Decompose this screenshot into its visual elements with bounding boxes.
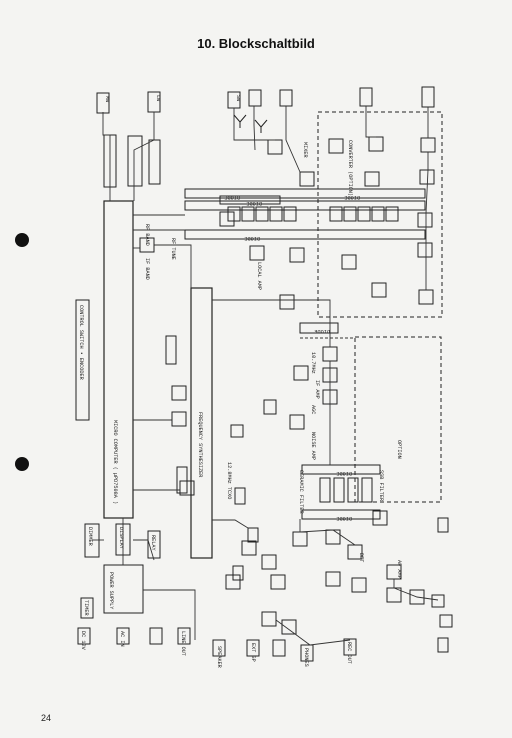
speaker-label: SPEAKER — [216, 646, 222, 668]
phones-label: PHONES — [303, 648, 309, 667]
timer-label: TIMER — [83, 600, 89, 616]
diode-band-4 — [299, 322, 339, 334]
tcxo-label: 12.8MHz TCXO — [226, 462, 232, 499]
display-label: DISPLAY — [118, 527, 124, 550]
page-title: 10. Blockschaltbild — [197, 36, 315, 51]
power-supply-block — [103, 564, 144, 614]
converter-label: CONVERTER (OPTION) — [347, 140, 353, 196]
wire-local-osc — [212, 299, 331, 347]
mix-if-label: 10.7MHz — [310, 352, 316, 374]
punch-hole-bottom — [15, 457, 29, 471]
wire-power-out — [143, 589, 196, 640]
diode-4-label: DIODE — [314, 328, 330, 334]
line-out-label: LINE OUT — [180, 631, 186, 656]
rf-tune-label: RF TUNE — [170, 238, 176, 260]
if-amp-label: IF AMP — [314, 380, 320, 399]
power-supply-label: POWER SUPPLY — [108, 572, 114, 610]
wire-output-bus — [275, 619, 351, 646]
punch-hole-top — [15, 233, 29, 247]
rf-filter-bank-1 — [227, 206, 297, 222]
diode-band-2 — [184, 200, 426, 211]
local-amp-label: LOCAL AMP — [256, 262, 262, 290]
agc-label: AGC — [310, 405, 316, 414]
rf-filter-bank-2 — [329, 206, 399, 222]
ext-sp-label: EXT SP — [250, 643, 256, 662]
micro-computer-block — [103, 200, 134, 519]
wire-ant-ext — [253, 106, 256, 151]
det-label: DET — [358, 553, 364, 562]
diode-5-label: DIODE — [336, 470, 352, 476]
option-unit-label: OPTION — [396, 440, 402, 459]
dimmer-label: DIMMER — [87, 527, 93, 546]
ac-in-label: AC IN — [119, 631, 125, 647]
diode-band-1 — [184, 188, 426, 199]
rf-band-label: RF BAND — [144, 224, 150, 246]
detector-af-blocks — [225, 510, 453, 635]
diode-band-6 — [301, 509, 381, 520]
if-band-label: IF BAND — [144, 258, 150, 280]
diode-2-label: DIODE — [344, 194, 360, 200]
timer-block — [80, 597, 94, 619]
wire-rf-amp — [285, 106, 301, 173]
mixer-label: MIXER — [302, 142, 308, 158]
wire-cpu-relay — [133, 539, 155, 561]
freq-synth-label: FREQUENCY SYNTHESIZER — [197, 412, 203, 477]
ant-lw-label: LW — [155, 95, 161, 102]
rec-out-label: REC OUT — [346, 642, 352, 664]
if-filter-bank — [319, 477, 373, 503]
diode-7-label: DIODE — [246, 200, 262, 206]
ceramic-filter-label: CERAMIC FILTER — [298, 470, 304, 514]
wire-option-chain — [425, 152, 429, 290]
wire-ant-lw — [133, 112, 155, 201]
relay-block — [147, 530, 161, 559]
wire-converter-in — [365, 106, 376, 138]
diode-band-5 — [301, 464, 381, 475]
diode-6-label: DIODE — [336, 515, 352, 521]
wire-tune-synth — [154, 244, 192, 288]
dc-in-label: DC 12V — [80, 631, 86, 651]
encoder-blocks — [103, 134, 188, 494]
noise-amp-label: NOISE AMP — [310, 432, 316, 460]
ant-mw-label: MW — [104, 96, 110, 103]
diode-1-label: DIODE — [224, 194, 240, 200]
control-switch-label: CONTROL SWITCH • ENCODER — [78, 305, 84, 380]
control-switch-block — [75, 299, 90, 421]
relay-label: RELAY — [150, 535, 156, 551]
wire-det-chain — [299, 519, 356, 546]
page-number: 24 — [41, 713, 52, 723]
ssb-filter-label: SSB FILTER — [378, 470, 384, 501]
dimmer-block — [84, 523, 100, 558]
diode-3-label: DIODE — [244, 235, 260, 241]
af-amp-label: AF AMP — [396, 560, 402, 579]
diode-band-7 — [219, 195, 281, 205]
wire-af-chain — [393, 579, 439, 601]
ant-sw-label: SW — [235, 95, 241, 102]
option-unit-region — [354, 336, 442, 503]
frequency-synthesizer-block — [190, 287, 213, 559]
antenna-symbols — [233, 114, 268, 133]
wire-synth-out — [212, 519, 249, 529]
micro-computer-label: MICRO COMPUTER ( μPD7508A ) — [112, 420, 118, 504]
rf-stage-blocks — [139, 136, 436, 310]
converter-option-region — [317, 111, 443, 318]
wire-sw-input — [233, 108, 275, 141]
diode-band-3 — [184, 229, 426, 240]
wire-ant-mw — [102, 112, 111, 201]
